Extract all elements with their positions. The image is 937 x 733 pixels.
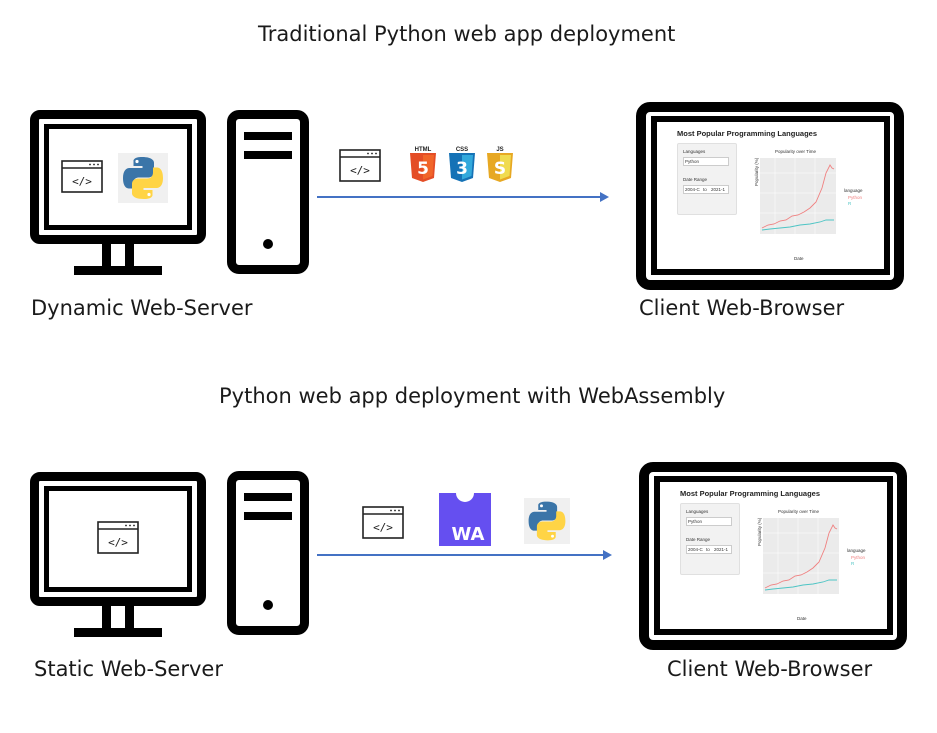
app-sidebar-panel: [677, 143, 737, 215]
code-window-icon: </>: [362, 506, 404, 539]
top-diagram-title: Traditional Python web app deployment: [258, 22, 676, 46]
languages-label: Languages: [683, 149, 706, 154]
chart-xlabel: Date: [794, 256, 804, 261]
svg-text:3: 3: [456, 159, 468, 179]
legend-item-python: Python: [848, 195, 863, 200]
code-window-icon: </>: [339, 149, 381, 182]
language-select-value: Python: [685, 159, 700, 164]
language-select-value: Python: [688, 519, 703, 524]
date-end-value: 2021-1: [714, 547, 729, 552]
date-range-label: Date Range: [686, 537, 711, 542]
chart-lines: [760, 158, 836, 234]
language-select[interactable]: [683, 157, 729, 166]
legend-item-python: Python: [851, 555, 866, 560]
html5-icon: HTML 5: [410, 147, 436, 182]
dynamic-server-label: Dynamic Web-Server: [31, 296, 253, 320]
webassembly-icon: WA: [439, 493, 491, 546]
html5-badge-text: HTML: [415, 147, 432, 153]
code-window-icon: </>: [61, 160, 103, 193]
date-range-label: Date Range: [683, 177, 708, 182]
date-range-input[interactable]: [683, 185, 729, 194]
language-select[interactable]: [686, 517, 732, 526]
svg-text:</>: </>: [350, 164, 370, 177]
chart-plot-area: [760, 158, 836, 234]
chart-lines: [763, 518, 839, 594]
chart-plot-area: [763, 518, 839, 594]
chart-xlabel: Date: [797, 616, 807, 621]
js-badge-text: JS: [496, 147, 503, 153]
svg-text:</>: </>: [373, 521, 393, 534]
date-to-text: to: [703, 187, 707, 192]
date-end-value: 2021-1: [711, 187, 726, 192]
legend-title: language: [847, 548, 866, 553]
css3-badge-text: CSS: [456, 147, 468, 153]
bottom-client-label: Client Web-Browser: [667, 657, 873, 681]
code-window-icon: </>: [97, 521, 139, 554]
legend-item-r: R: [848, 201, 852, 206]
chart-ylabel: Popularity (%): [754, 157, 759, 186]
app-heading: Most Popular Programming Languages: [680, 489, 821, 498]
legend-item-r: R: [851, 561, 855, 566]
chart-title: Popularity over Time: [778, 509, 820, 514]
date-start-value: 2004-C: [688, 547, 703, 552]
chart-ylabel: Popularity (%): [757, 517, 762, 546]
webassembly-badge-text: WA: [452, 524, 485, 545]
python-icon: [118, 153, 168, 203]
svg-text:5: 5: [417, 159, 429, 179]
javascript-icon: JS S: [487, 147, 513, 182]
top-client-label: Client Web-Browser: [639, 296, 845, 320]
chart-title: Popularity over Time: [775, 149, 817, 154]
legend-title: language: [844, 188, 863, 193]
svg-text:S: S: [494, 159, 506, 179]
date-to-text: to: [706, 547, 710, 552]
languages-label: Languages: [686, 509, 709, 514]
date-range-input[interactable]: [686, 545, 732, 554]
svg-text:</>: </>: [72, 175, 92, 188]
static-server-label: Static Web-Server: [34, 657, 223, 681]
date-start-value: 2004-C: [685, 187, 700, 192]
app-heading: Most Popular Programming Languages: [677, 129, 818, 138]
app-sidebar-panel: [680, 503, 740, 575]
svg-text:</>: </>: [108, 536, 128, 549]
css3-icon: CSS 3: [449, 147, 475, 182]
bottom-diagram-title: Python web app deployment with WebAssemb…: [219, 384, 726, 408]
python-icon: [524, 498, 570, 544]
